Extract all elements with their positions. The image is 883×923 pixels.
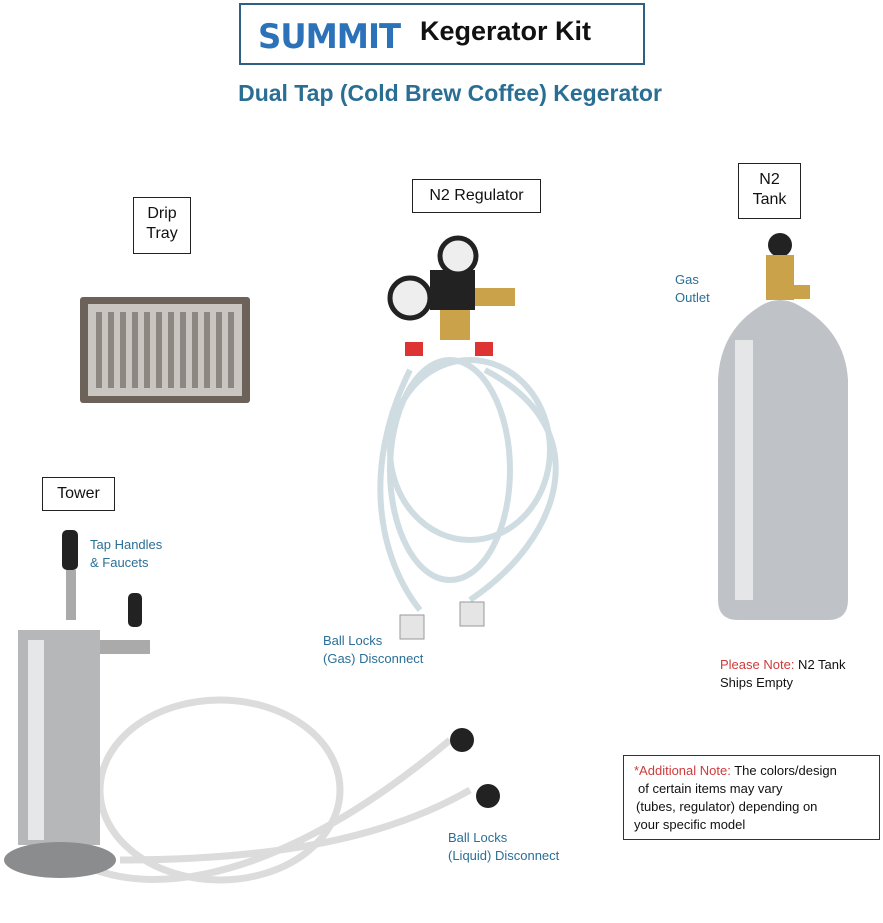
regulator-label: N2 Regulator — [412, 179, 541, 213]
product-subtitle: Dual Tap (Cold Brew Coffee) Kegerator — [238, 80, 662, 106]
ball-locks-liquid-line1: Ball Locks — [448, 830, 508, 845]
ball-locks-gas-callout: Ball Locks (Gas) Disconnect — [323, 632, 423, 668]
gas-outlet-line1: Gas — [675, 272, 699, 287]
drip-tray-label-line2: Tray — [146, 225, 178, 242]
please-note-text2: Ships Empty — [720, 675, 793, 690]
tank-label: N2 Tank — [738, 163, 801, 219]
additional-note-text3: (tubes, regulator) depending on — [636, 799, 818, 814]
please-note-label: Please Note: — [720, 657, 795, 672]
tank-label-line1: N2 — [759, 171, 780, 188]
drip-tray-image — [80, 297, 250, 403]
additional-note-text2: of certain items may vary — [638, 781, 783, 796]
header-box — [239, 3, 645, 65]
tower-label: Tower — [42, 477, 115, 511]
summit-logo: SUMMIT — [258, 17, 401, 57]
tap-handles-callout: Tap Handles & Faucets — [90, 536, 162, 572]
tower-image — [4, 530, 500, 884]
additional-note-label: *Additional Note: — [634, 763, 731, 778]
kit-title: Kegerator Kit — [420, 16, 592, 46]
additional-note-text4: your specific model — [634, 817, 746, 832]
please-note-text: N2 Tank — [794, 657, 846, 672]
ball-locks-gas-line1: Ball Locks — [323, 633, 383, 648]
please-note: Please Note: N2 Tank Ships Empty — [720, 656, 846, 692]
tap-handles-line1: Tap Handles — [90, 537, 163, 552]
regulator-image — [377, 235, 559, 640]
drip-tray-label-line1: Drip — [147, 205, 177, 222]
gas-outlet-callout: Gas Outlet — [675, 271, 710, 307]
ball-locks-liquid-callout: Ball Locks (Liquid) Disconnect — [448, 829, 559, 865]
tap-handles-line2: & Faucets — [90, 555, 149, 570]
gas-outlet-line2: Outlet — [675, 290, 710, 305]
tank-label-line2: Tank — [752, 191, 787, 208]
additional-note-text1: The colors/design — [730, 763, 837, 778]
ball-locks-gas-line2: (Gas) Disconnect — [323, 651, 424, 666]
n2-tank-image — [718, 233, 848, 620]
ball-locks-liquid-line2: (Liquid) Disconnect — [448, 848, 560, 863]
drip-tray-label: Drip Tray — [133, 197, 191, 254]
additional-note-box: *Additional Note: The colors/design of c… — [623, 755, 880, 840]
